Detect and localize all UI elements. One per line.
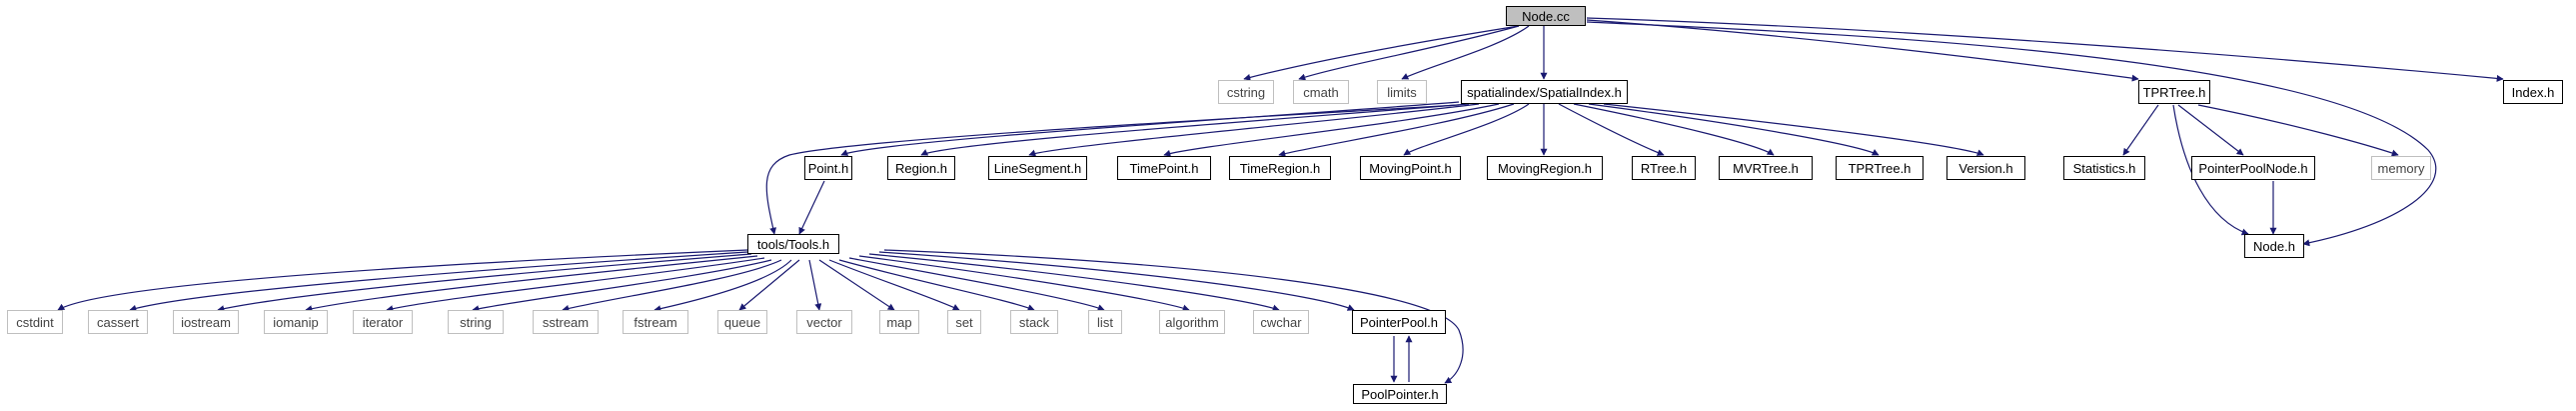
node-iomanip[interactable]: iomanip [264,310,328,334]
edge-tools-pointerpool [878,251,1355,311]
edge-tools-fstream [653,259,792,313]
node-region-h[interactable]: Region.h [887,156,955,180]
edge-nodecc-tprtree [1586,19,2139,82]
edge-tools-list [848,257,1105,311]
node-sstream[interactable]: sstream [533,310,599,334]
edge-tpr-pointerpoolnode [2177,104,2244,156]
edge-tools-sstream [562,259,782,312]
node-vector[interactable]: vector [796,310,852,334]
edge-tools-iostream [217,253,752,313]
node-fstream[interactable]: fstream [623,310,688,334]
node-timepoint-h[interactable]: TimePoint.h [1117,156,1211,180]
node-algorithm[interactable]: algorithm [1159,310,1225,334]
node-memory[interactable]: memory [2371,156,2431,180]
node-list[interactable]: list [1088,310,1122,334]
node-movingregion-h[interactable]: MovingRegion.h [1487,156,1603,180]
edge-tools-queue [738,259,800,311]
node-spatialindex-h[interactable]: spatialindex/SpatialIndex.h [1461,80,1628,104]
node-linesegment-h[interactable]: LineSegment.h [988,156,1087,180]
node-cstring[interactable]: cstring [1218,80,1274,104]
edge-si-mvrtree [1573,103,1775,156]
node-queue[interactable]: queue [717,310,767,334]
edge-nodecc-node [1586,21,2437,247]
edge-tools-iterator [386,257,765,313]
node-mvrtree-h[interactable]: MVRTree.h [1719,156,1813,180]
node-cassert[interactable]: cassert [88,310,148,334]
edge-tpr-memory [2197,104,2399,157]
edge-si-timeregion [1278,103,1515,157]
edge-tools-cstdint [57,249,748,311]
edge-tools-cwchar [868,253,1280,312]
node-node-cc[interactable]: Node.cc [1506,6,1586,26]
node-map[interactable]: map [879,310,919,334]
edge-si-tools [765,104,1460,235]
edge-si-version [1603,103,1984,156]
node-version-h[interactable]: Version.h [1946,156,2025,180]
node-iostream[interactable]: iostream [173,310,239,334]
edge-tools-iomanip [305,255,758,313]
edge-tools-vector [808,259,822,311]
node-limits[interactable]: limits [1377,80,1427,104]
node-poolpointer-h[interactable]: PoolPointer.h [1353,384,1447,404]
node-cwchar[interactable]: cwchar [1253,310,1309,334]
edge-si-rtree [1558,103,1665,156]
node-point-h[interactable]: Point.h [804,156,852,180]
node-index-h[interactable]: Index.h [2503,80,2563,104]
node-rtree-h[interactable]: RTree.h [1632,156,1696,180]
edge-si-timepoint [1163,103,1500,157]
node-node-h[interactable]: Node.h [2244,234,2304,258]
node-tprtree-h[interactable]: TPRTree.h [2138,80,2210,104]
node-tprtree2-h[interactable]: TPRTree.h [1836,156,1924,180]
node-string[interactable]: string [448,310,504,334]
edge-si-tprtree2 [1588,103,1880,156]
node-cstdint[interactable]: cstdint [7,310,63,334]
edge-si-region [920,103,1470,156]
edge-tools-cassert [129,251,748,312]
edge-si-point [840,101,1460,156]
edge-nodecc-index [1586,17,2504,82]
node-iterator[interactable]: iterator [353,310,413,334]
edge-nodecc-cstring [1243,25,1520,81]
edge-tools-algorithm [858,255,1190,312]
node-timeregion-h[interactable]: TimeRegion.h [1229,156,1331,180]
edge-point-tools [798,180,825,235]
node-cmath[interactable]: cmath [1293,80,1349,104]
node-tools-h[interactable]: tools/Tools.h [747,234,839,254]
edge-tools-map [818,259,895,311]
edge-tools-poolpointer [883,249,1464,384]
node-stack[interactable]: stack [1010,310,1058,334]
edge-nodecc-cmath [1298,25,1520,81]
edge-nodecc-limits [1401,25,1530,80]
node-movingpoint-h[interactable]: MovingPoint.h [1360,156,1461,180]
edge-si-linesegment [1028,103,1480,157]
node-statistics-h[interactable]: Statistics.h [2063,156,2145,180]
node-set[interactable]: set [947,310,981,334]
edge-tools-stack [838,259,1035,311]
node-pointerpoolnode-h[interactable]: PointerPoolNode.h [2191,156,2315,180]
edge-tools-set [828,259,960,311]
edge-si-movingpoint [1403,103,1530,156]
edge-tpr-node [2172,104,2249,236]
edge-tools-string [472,259,772,313]
node-pointerpool-h[interactable]: PointerPool.h [1352,310,1446,334]
edge-tpr-statistics [2122,104,2159,156]
